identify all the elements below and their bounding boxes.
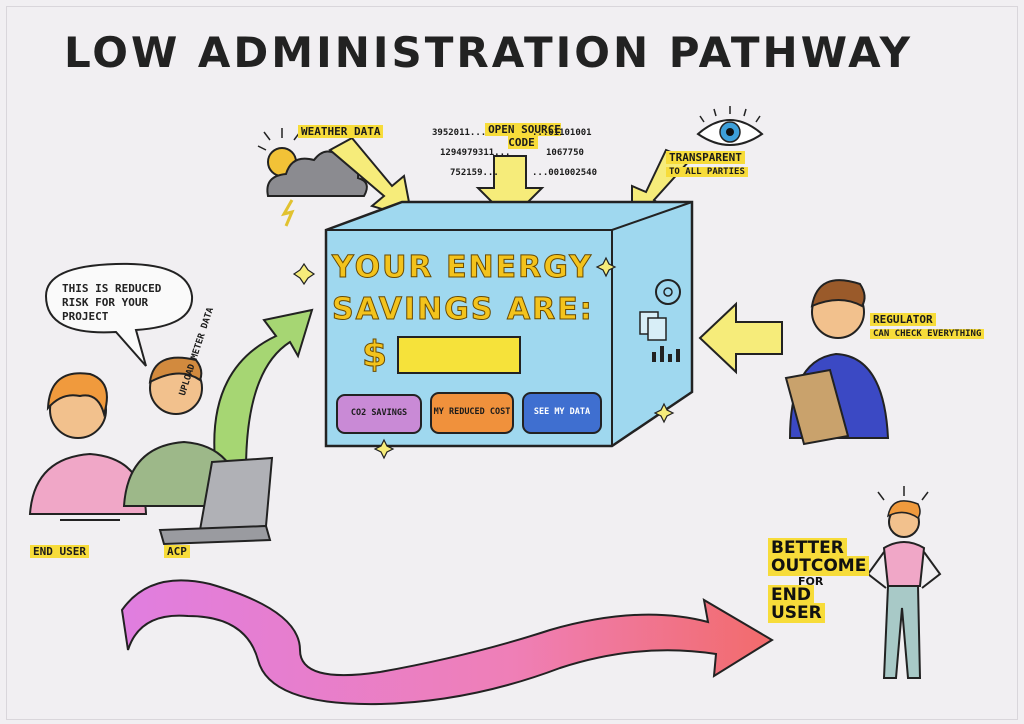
upload-arrow (213, 308, 314, 471)
weather-cloud-icon (257, 128, 368, 227)
outcome-arrow (120, 579, 774, 706)
transparent-label: TRANSPARENT TO ALL PARTIES (666, 151, 748, 177)
savings-box (292, 200, 694, 460)
bar-chart-icon (652, 346, 680, 362)
end-user-figure (28, 372, 148, 521)
laptop-icon (158, 456, 274, 546)
gear-icon (655, 279, 681, 305)
code-snippet: 1294979311... (440, 148, 511, 158)
page-title: LOW ADMINISTRATION PATHWAY (64, 28, 914, 77)
acp-label: ACP (164, 545, 190, 559)
happy-end-user-figure (866, 486, 942, 679)
weather-arrow (328, 136, 414, 220)
savings-headline-2: SAVINGS ARE: (332, 292, 594, 328)
currency-symbol: $ (361, 334, 390, 376)
end-user-label: END USER (30, 545, 89, 559)
clipboard-icon (784, 368, 850, 446)
regulator-arrow (698, 301, 783, 375)
open-source-code-label: OPEN SOURCE CODE (468, 123, 578, 149)
paper-frame (6, 6, 1018, 720)
savings-headline-1: YOUR ENERGY (332, 250, 593, 286)
code-snippet: ...01101001 (532, 128, 592, 138)
regulator-figure (784, 279, 890, 446)
weather-data-label: WEATHER DATA (298, 125, 384, 139)
outcome-text: BETTER OUTCOME FOR END USER (768, 538, 870, 624)
co2-savings-button[interactable]: CO2 SAVINGS (336, 394, 422, 434)
acp-figure (122, 356, 244, 507)
speech-bubble-text: THIS IS REDUCED RISK FOR YOUR PROJECT (62, 282, 162, 323)
see-my-data-button[interactable]: SEE MY DATA (522, 392, 602, 434)
code-snippet: 1067750 (546, 148, 584, 158)
eye-icon (696, 106, 764, 146)
speech-bubble (44, 262, 194, 367)
reduced-cost-button[interactable]: MY REDUCED COST (430, 392, 514, 434)
code-snippet: 752159... (450, 168, 499, 178)
code-snippet: ...001002540 (532, 168, 598, 178)
regulator-label: REGULATOR CAN CHECK EVERYTHING (870, 313, 985, 339)
code-snippet: 3952011... (432, 128, 487, 138)
